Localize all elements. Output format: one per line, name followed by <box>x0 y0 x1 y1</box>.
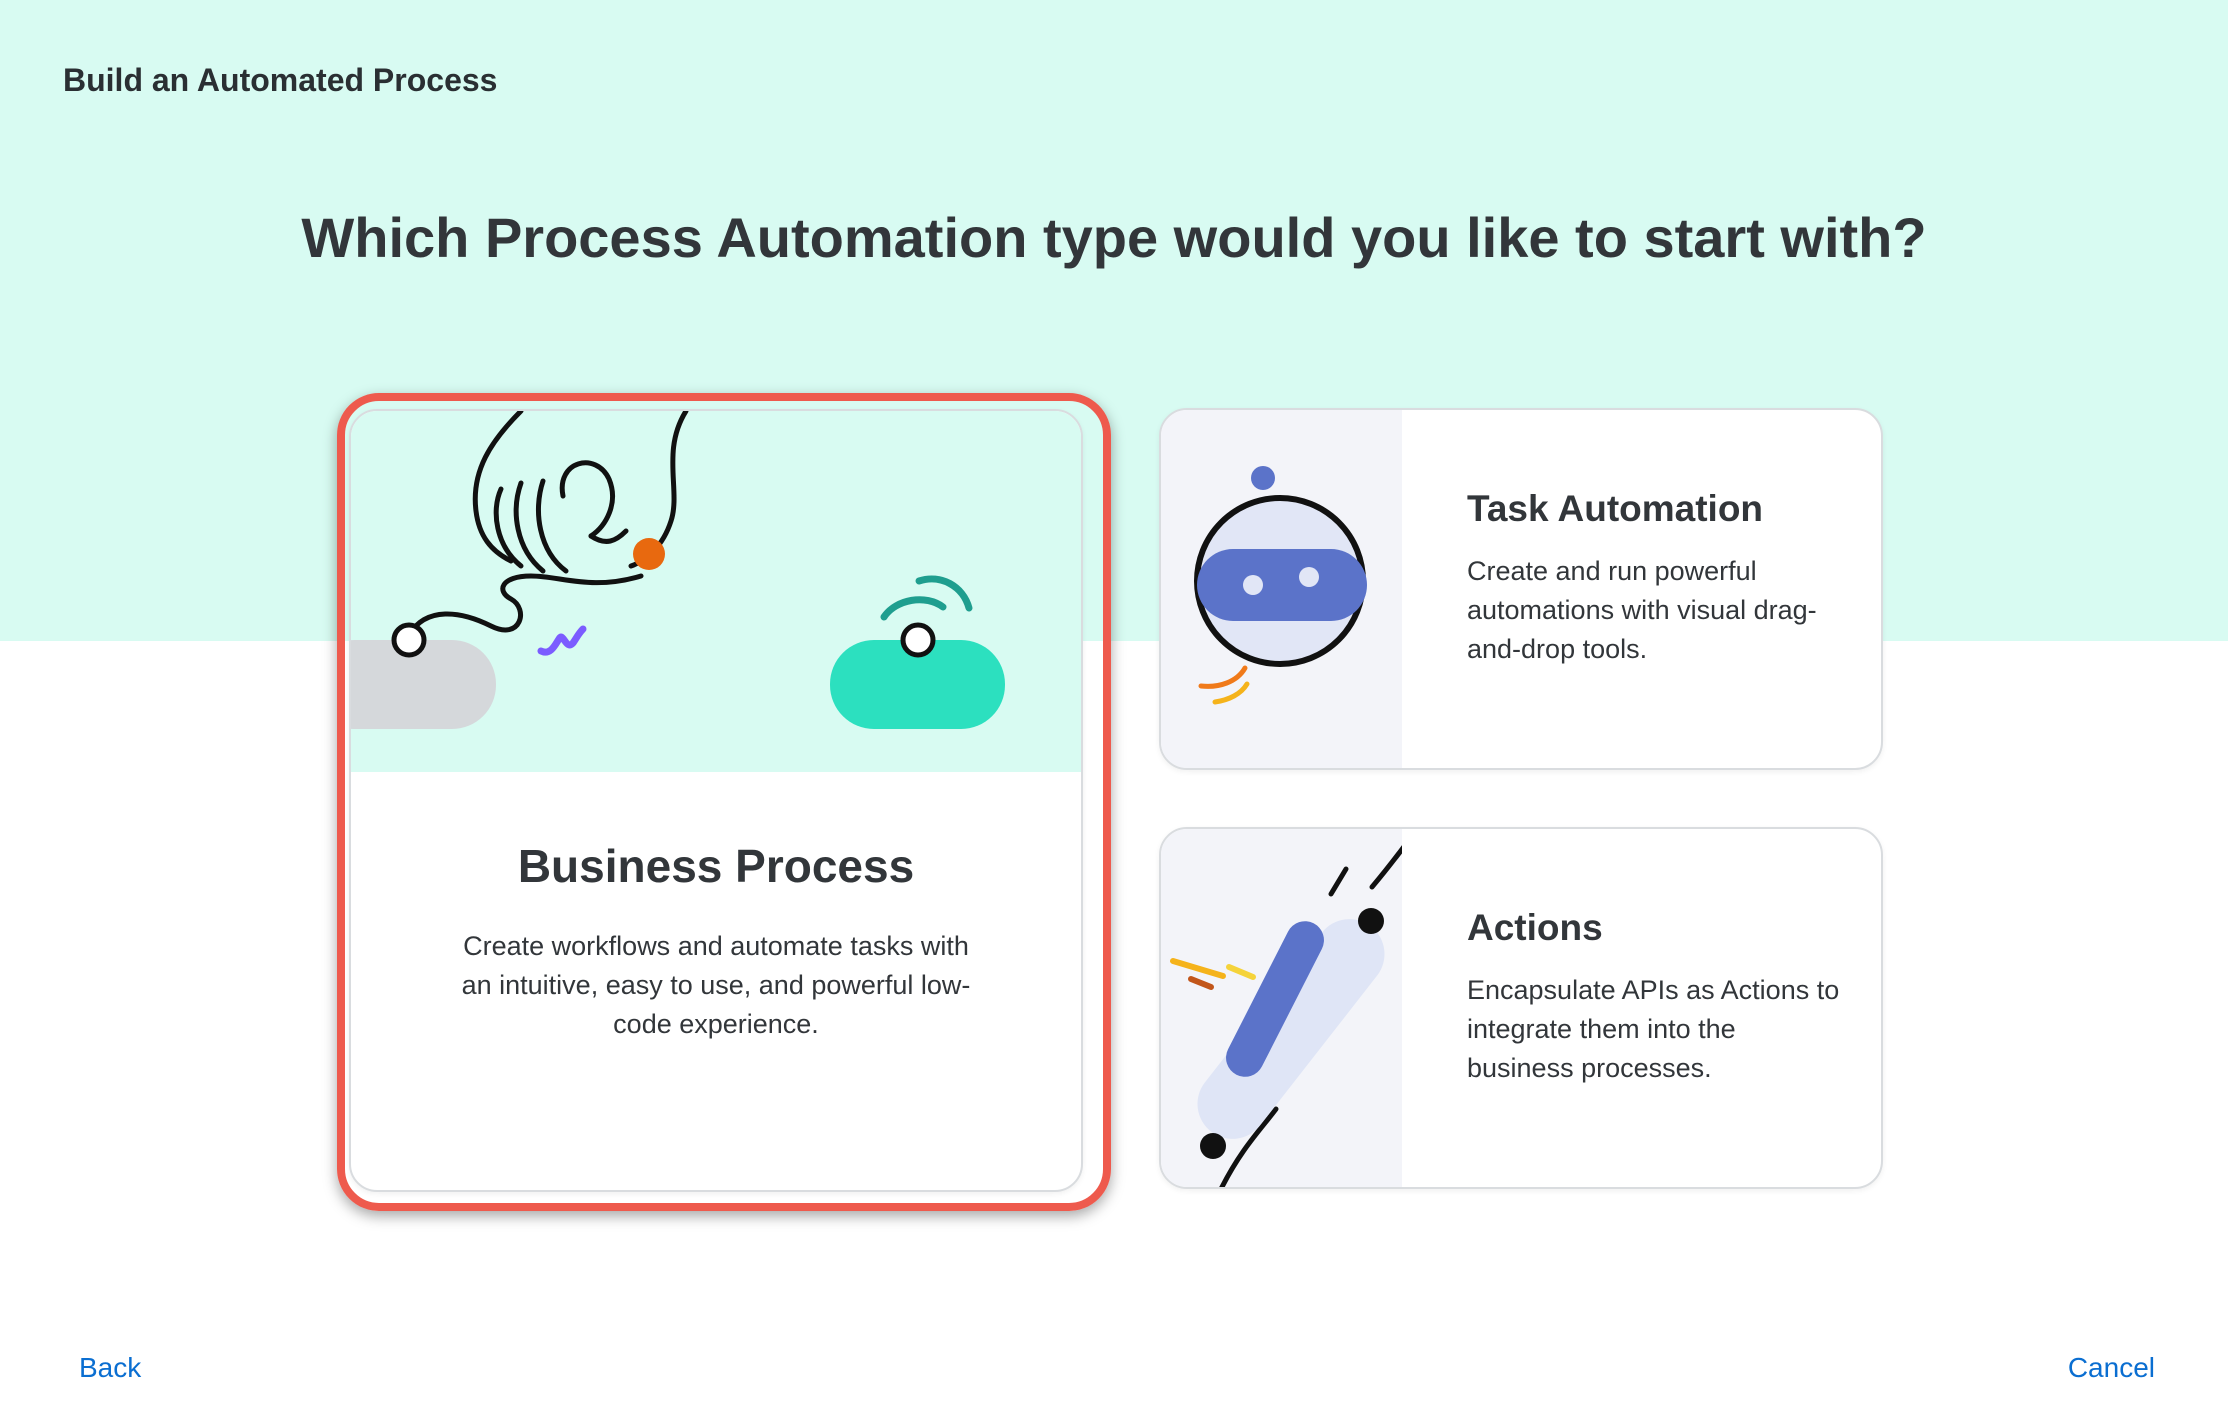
business-process-description: Create workflows and automate tasks with… <box>461 931 971 1039</box>
robot-icon <box>1194 466 1367 705</box>
task-automation-illustration <box>1161 410 1402 768</box>
business-process-illustration <box>351 411 1081 772</box>
back-link[interactable]: Back <box>79 1352 142 1383</box>
actions-card[interactable]: Actions Encapsulate APIs as Actions to i… <box>1159 827 1883 1189</box>
actions-illustration <box>1161 829 1409 1187</box>
business-process-title: Business Process <box>517 840 915 892</box>
hand-plugging-cable-icon <box>351 411 1005 729</box>
cancel-link[interactable]: Cancel <box>2067 1352 2155 1383</box>
connector-plug-icon <box>1170 841 1409 1187</box>
task-automation-description: Create and run powerful automations with… <box>1467 556 1817 664</box>
actions-description: Encapsulate APIs as Actions to integrate… <box>1467 975 1840 1083</box>
task-automation-title: Task Automation <box>1467 488 1764 529</box>
task-automation-card[interactable]: Task Automation Create and run powerful … <box>1159 408 1883 770</box>
page-title: Which Process Automation type would you … <box>301 206 1927 269</box>
dialog-title: Build an Automated Process <box>63 62 498 98</box>
selection-highlight <box>337 393 1111 1211</box>
business-process-card[interactable]: Business Process Create workflows and au… <box>349 409 1083 1192</box>
actions-title: Actions <box>1467 907 1603 948</box>
